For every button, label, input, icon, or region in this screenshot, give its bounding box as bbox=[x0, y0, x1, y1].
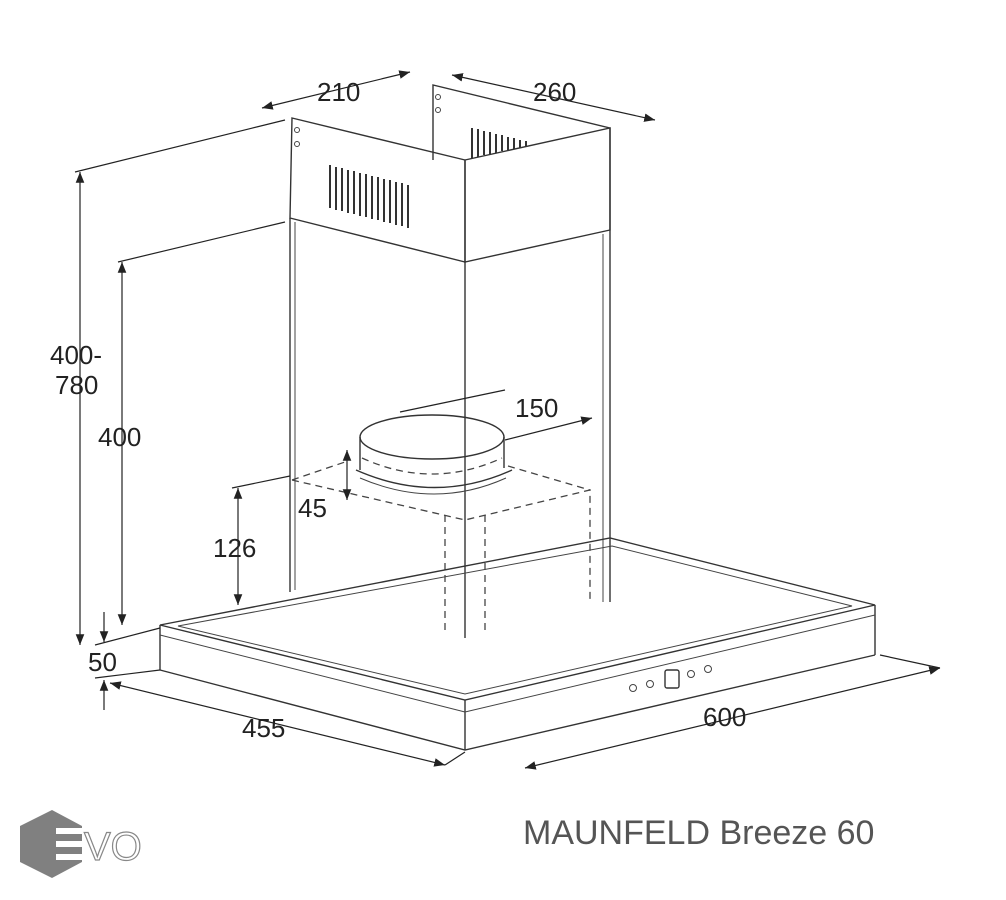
dim-chimney-depth: 210 bbox=[317, 77, 360, 107]
outlet-collar bbox=[359, 414, 505, 460]
dim-canopy-thickness: 50 bbox=[88, 647, 117, 677]
svg-text:VO: VO bbox=[84, 825, 142, 869]
dim-total-height-2: 780 bbox=[55, 370, 98, 400]
control-button[interactable] bbox=[629, 684, 637, 692]
dim-motor-height: 126 bbox=[213, 533, 256, 563]
control-button[interactable] bbox=[687, 670, 695, 678]
dim-chimney-height: 400 bbox=[98, 422, 141, 452]
dim-chimney-width: 260 bbox=[533, 77, 576, 107]
evo-logo: VO bbox=[20, 810, 142, 878]
dim-outlet-height: 45 bbox=[298, 493, 327, 523]
vent-slots-left bbox=[329, 165, 409, 228]
dimension-lines bbox=[74, 70, 941, 770]
dim-total-height-1: 400- bbox=[50, 340, 102, 370]
dim-canopy-width: 600 bbox=[703, 702, 746, 732]
product-title: MAUNFELD Breeze 60 bbox=[523, 814, 874, 852]
motor-housing bbox=[291, 414, 591, 635]
dim-outlet-diameter: 150 bbox=[515, 393, 558, 423]
dim-canopy-depth: 455 bbox=[242, 713, 285, 743]
upper-chimney bbox=[289, 84, 611, 263]
vent-slots-back bbox=[471, 128, 527, 158]
lower-chimney bbox=[289, 218, 611, 638]
control-button[interactable] bbox=[646, 680, 654, 688]
display-window bbox=[664, 669, 680, 689]
control-panel bbox=[629, 665, 712, 692]
control-button[interactable] bbox=[704, 665, 712, 673]
